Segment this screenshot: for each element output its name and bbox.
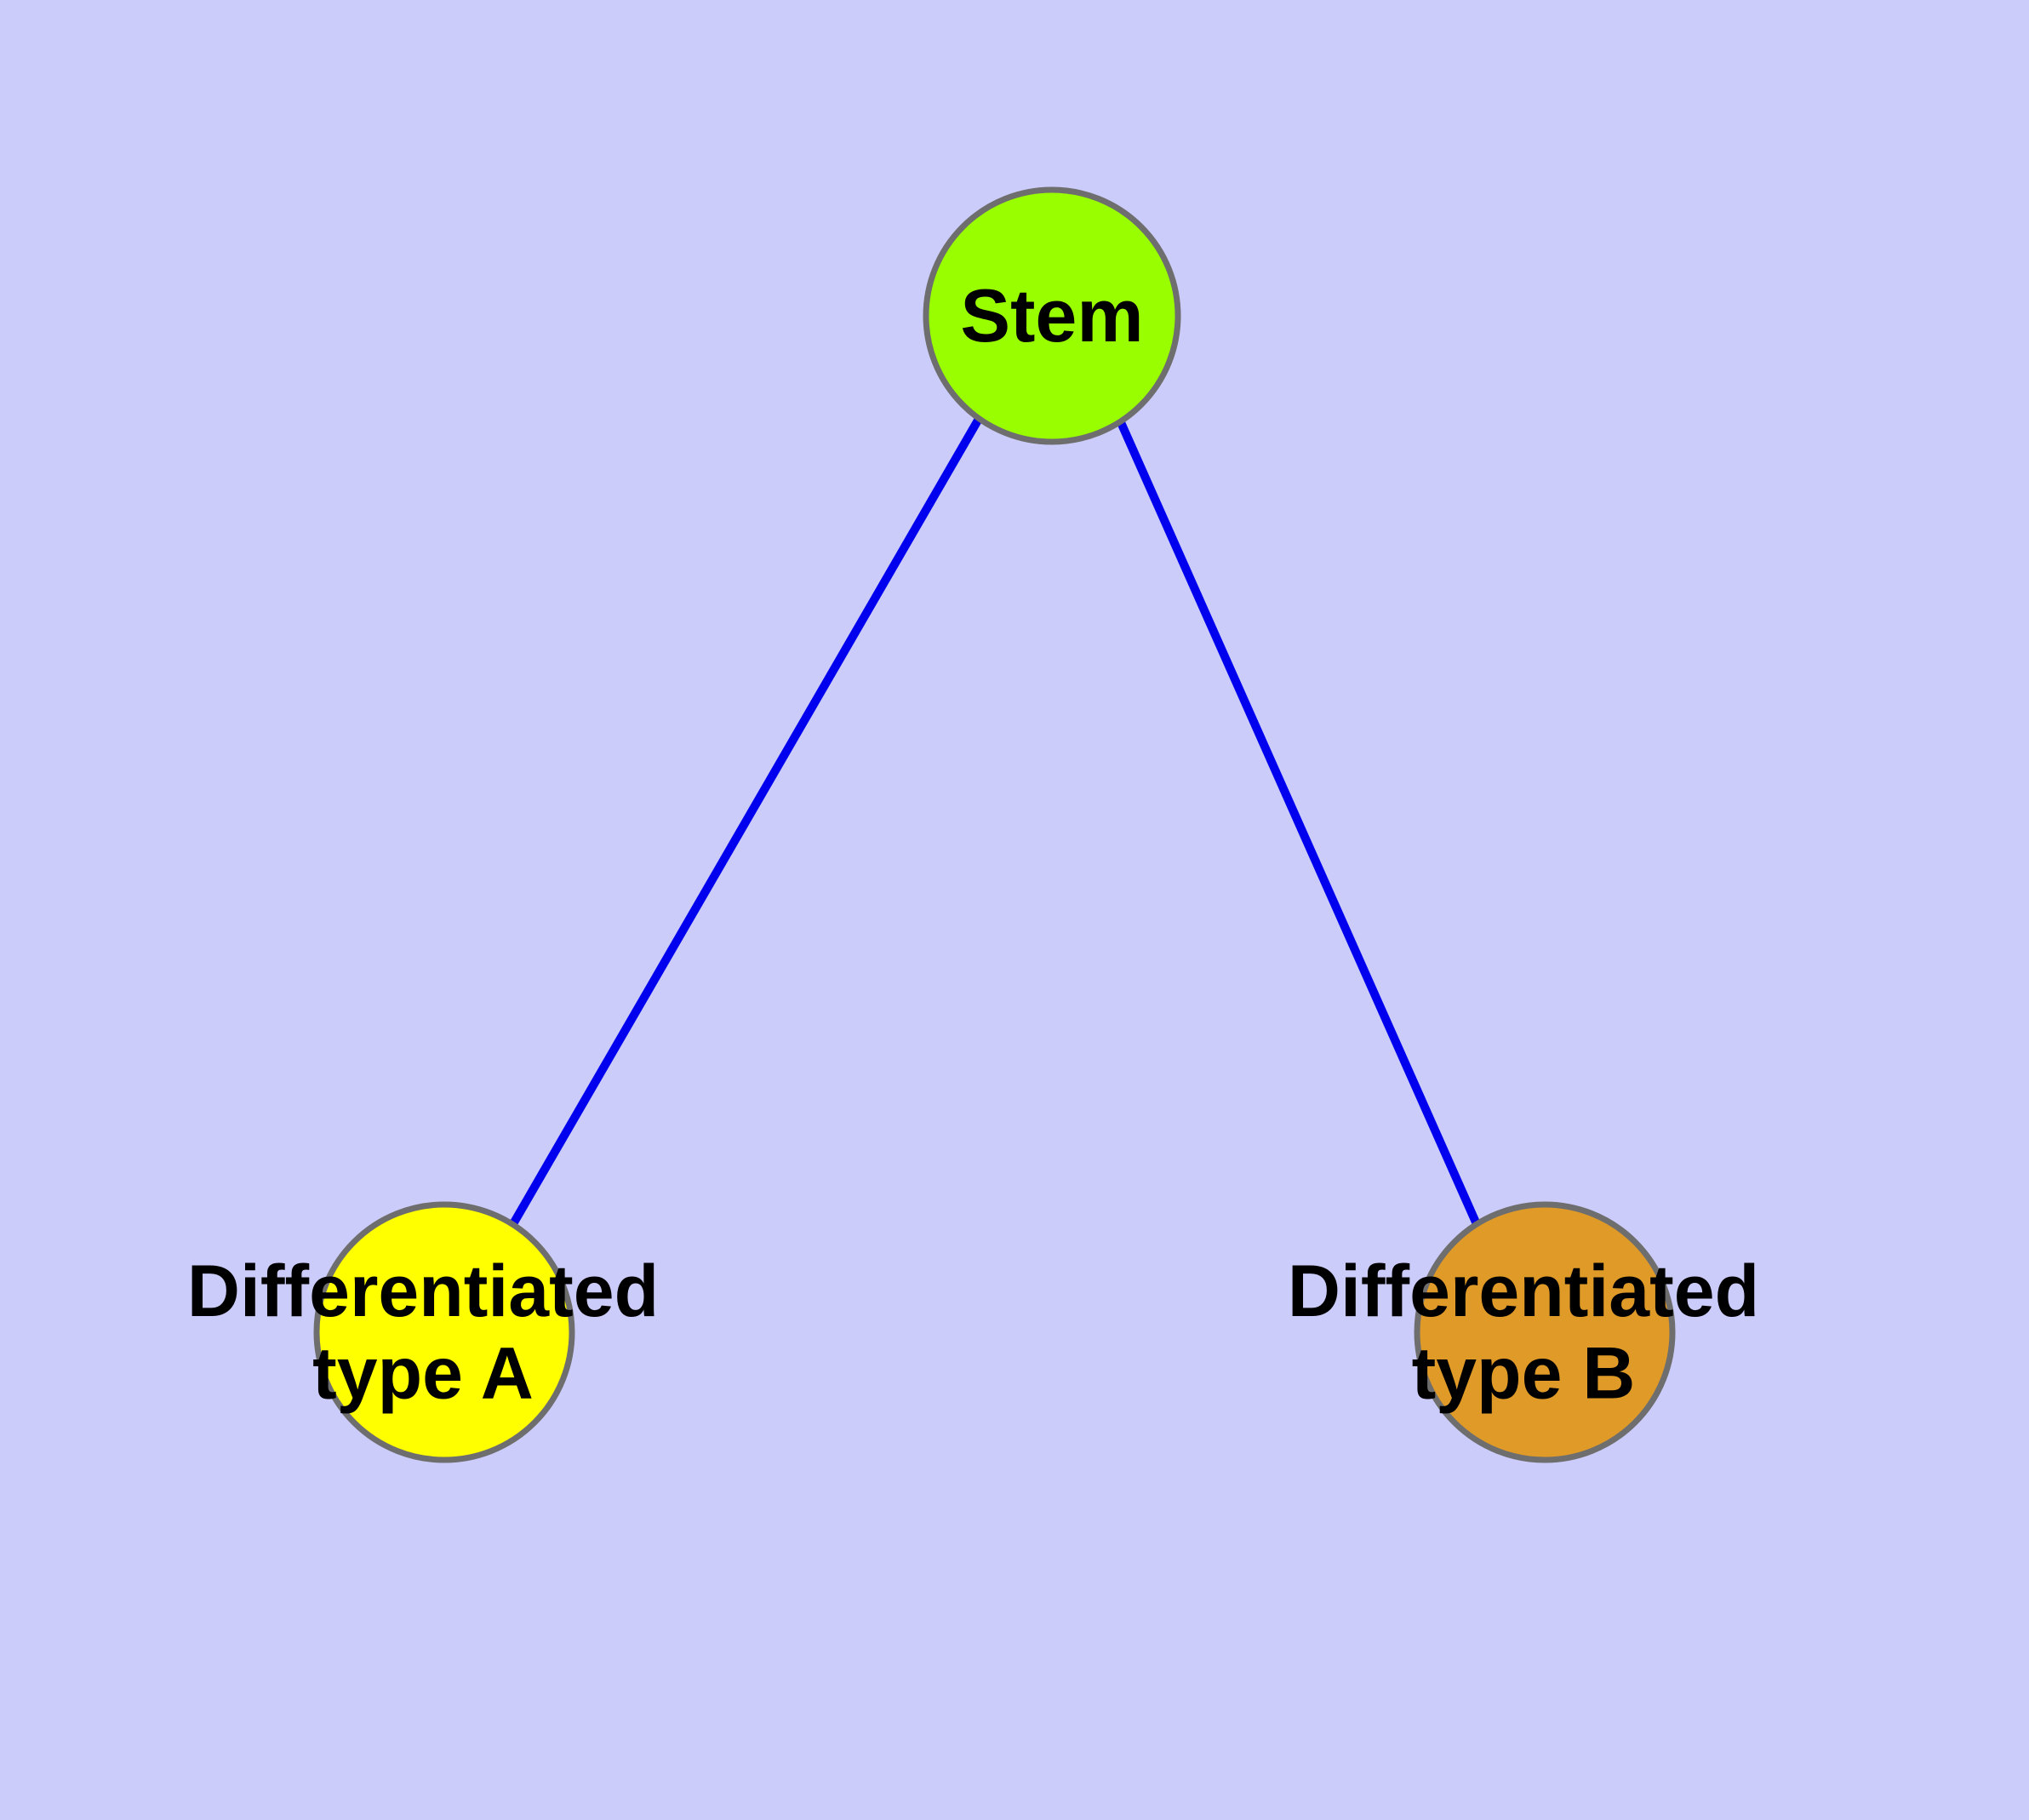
node-label-line: Differentiated	[187, 1251, 659, 1332]
node-label-stem: Stem	[960, 273, 1143, 358]
graph-edge-stem-to-diff-b[interactable]	[1116, 418, 1481, 1227]
graph-edge-stem-to-diff-a[interactable]	[510, 416, 983, 1225]
node-label-line: type B	[1412, 1332, 1636, 1414]
node-label-line: Stem	[960, 273, 1143, 358]
graph-node-diff_a[interactable]	[313, 1201, 575, 1463]
graph-node-stem[interactable]	[923, 186, 1181, 445]
node-label-line: type A	[312, 1332, 534, 1414]
edges-layer	[510, 416, 1481, 1227]
graph-node-diff_b[interactable]	[1414, 1201, 1676, 1463]
nodes-layer	[313, 186, 1676, 1463]
node-label-line: Differentiated	[1288, 1251, 1759, 1332]
